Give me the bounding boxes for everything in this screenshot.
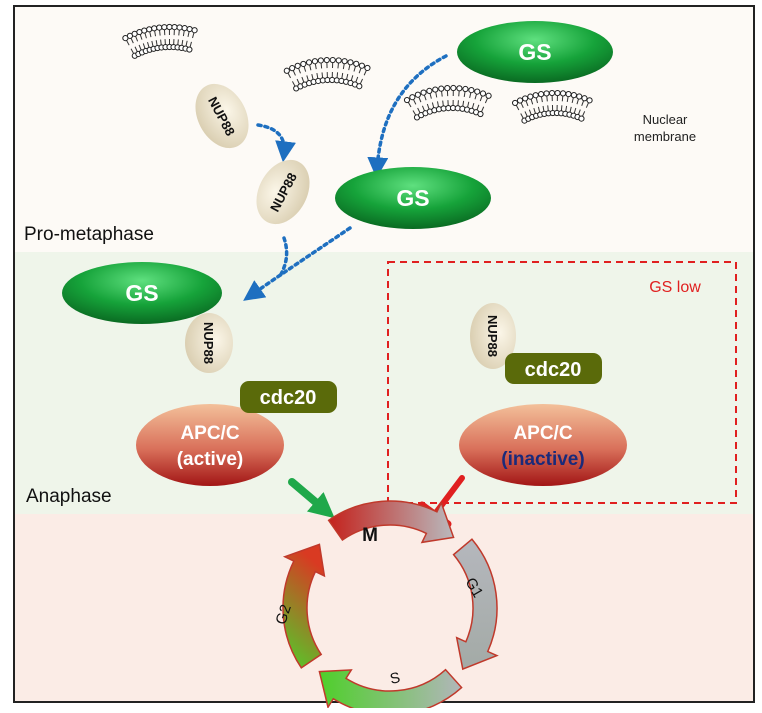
lipid-head — [457, 86, 462, 91]
cdc20-label: cdc20 — [525, 359, 582, 381]
nuclear-membrane-label-line2: membrane — [634, 129, 696, 144]
lipid-head — [342, 59, 347, 64]
lipid-head — [538, 92, 543, 97]
nuclear-membrane-label-line1: Nuclear — [643, 112, 688, 127]
cdc20-anaphase: cdc20 — [240, 381, 337, 413]
lipid-head — [172, 25, 177, 30]
lipid-head — [359, 63, 364, 68]
lipid-head — [336, 58, 341, 63]
gs-label: GS — [396, 185, 429, 211]
lipid-head — [182, 26, 187, 31]
apc-active-label-line1: APC/C — [180, 423, 239, 444]
lipid-head — [324, 57, 329, 62]
gs-label: GS — [125, 280, 158, 306]
gs-protein-anaphase: GS — [62, 262, 222, 324]
lipid-head — [301, 61, 306, 66]
lipid-head — [512, 100, 517, 105]
apc-inactive-label-line2: (inactive) — [501, 449, 584, 470]
cdc20-gs-low: cdc20 — [505, 353, 602, 384]
lipid-head — [157, 25, 162, 30]
cell-cycle-region — [14, 514, 754, 702]
lipid-head — [463, 86, 468, 91]
lipid-head — [451, 85, 456, 90]
lipid-head — [528, 94, 533, 99]
lipid-head — [348, 60, 353, 65]
lipid-head — [290, 66, 295, 71]
lipid-head — [354, 61, 359, 66]
lipid-head — [517, 98, 522, 103]
apc-active: APC/C (active) — [136, 404, 284, 486]
lipid-head — [187, 47, 192, 52]
lipid-head — [177, 25, 182, 30]
lipid-head — [555, 90, 560, 95]
lipid-head — [318, 58, 323, 63]
lipid-head — [478, 111, 483, 116]
prometaphase-label: Pro-metaphase — [24, 224, 154, 245]
lipid-head — [147, 27, 152, 32]
lipid-head — [284, 68, 289, 73]
nup88-label: NUP88 — [201, 322, 216, 364]
gs-label: GS — [518, 39, 551, 65]
lipid-head — [312, 59, 317, 64]
lipid-head — [365, 65, 370, 70]
nup88-label: NUP88 — [485, 315, 500, 357]
lipid-head — [566, 91, 571, 96]
apc-inactive-label-line1: APC/C — [513, 423, 572, 444]
lipid-head — [421, 90, 426, 95]
lipid-head — [523, 96, 528, 101]
lipid-head — [587, 98, 592, 103]
cell-cycle-m-label: M — [362, 525, 378, 546]
lipid-head — [404, 97, 409, 102]
lipid-head — [579, 116, 584, 121]
lipid-head — [306, 60, 311, 65]
gs-protein-middle: GS — [335, 167, 491, 229]
lipid-head — [162, 25, 167, 30]
lipid-head — [357, 84, 362, 89]
lipid-head — [571, 93, 576, 98]
lipid-head — [427, 88, 432, 93]
lipid-head — [560, 91, 565, 96]
lipid-head — [152, 26, 157, 31]
nup88-protein-anaphase: NUP88 — [185, 313, 233, 373]
lipid-head — [415, 92, 420, 97]
lipid-head — [549, 90, 554, 95]
anaphase-label: Anaphase — [26, 486, 112, 507]
lipid-head — [330, 57, 335, 62]
apc-inactive: APC/C (inactive) — [459, 404, 627, 486]
lipid-head — [469, 88, 474, 93]
lipid-head — [582, 96, 587, 101]
lipid-head — [480, 91, 485, 96]
lipid-head — [445, 86, 450, 91]
lipid-head — [439, 86, 444, 91]
lipid-head — [142, 28, 147, 33]
lipid-head — [475, 89, 480, 94]
apc-active-label-line2: (active) — [177, 449, 244, 470]
lipid-head — [533, 93, 538, 98]
lipid-head — [295, 63, 300, 68]
lipid-head — [544, 91, 549, 96]
lipid-head — [433, 87, 438, 92]
lipid-head — [167, 24, 172, 29]
lipid-head — [577, 94, 582, 99]
lipid-head — [486, 93, 491, 98]
lipid-head — [192, 28, 197, 33]
lipid-head — [410, 95, 415, 100]
lipid-head — [187, 26, 192, 31]
gs-protein-top: GS — [457, 21, 613, 83]
gs-low-label: GS low — [649, 279, 701, 296]
cdc20-label: cdc20 — [260, 387, 317, 409]
